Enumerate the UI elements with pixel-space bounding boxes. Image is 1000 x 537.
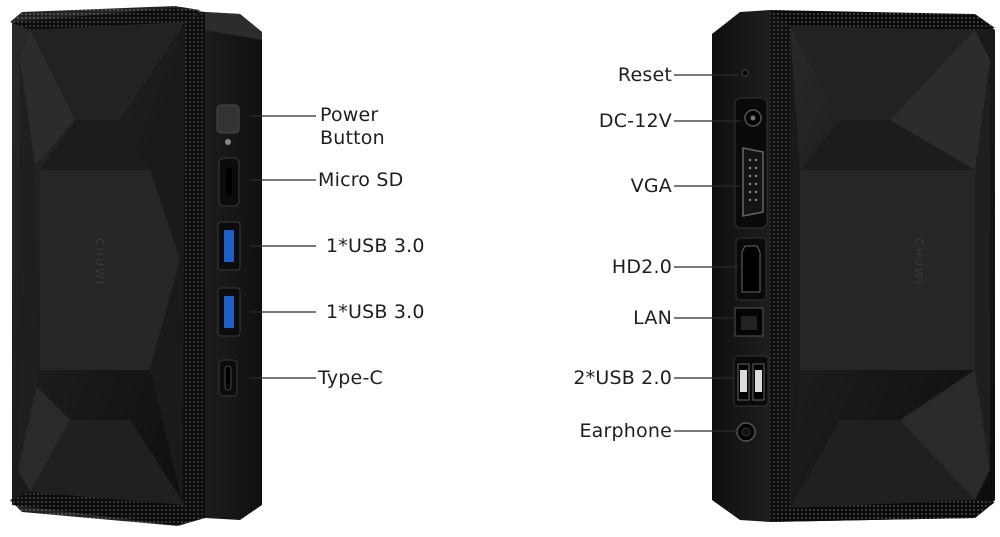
label-dc-12v: DC-12V xyxy=(598,110,672,132)
left-device-vent-bottom xyxy=(10,492,205,526)
right-device-vent-left xyxy=(770,10,790,522)
reset-pinhole-icon xyxy=(741,69,749,77)
vga-port-icon xyxy=(742,147,764,217)
right-brand-logo: CHUWI xyxy=(912,238,925,286)
left-brand-logo: CHUWI xyxy=(93,238,106,286)
right-device: CHUWI xyxy=(712,10,995,522)
hdmi-port-icon xyxy=(741,245,761,293)
power-led-icon xyxy=(225,139,231,145)
label-reset: Reset xyxy=(617,64,672,86)
label-vga: VGA xyxy=(630,175,672,197)
label-power-button-line1: Power xyxy=(320,104,379,126)
right-device-vent-bottom xyxy=(770,500,995,522)
label-power-button-line2: Button xyxy=(320,127,385,149)
label-lan: LAN xyxy=(633,307,672,329)
left-leader-lines xyxy=(250,115,316,379)
left-device-vent-top xyxy=(10,6,200,30)
label-usb2: 2*USB 2.0 xyxy=(573,367,672,389)
left-device: CHUWI xyxy=(10,6,262,526)
label-power-button: Power Button xyxy=(320,104,385,150)
right-device-vent-top xyxy=(770,10,995,30)
label-type-c: Type-C xyxy=(318,367,383,389)
label-usb3-1: 1*USB 3.0 xyxy=(326,235,425,257)
label-hd20: HD2.0 xyxy=(611,256,672,278)
label-micro-sd: Micro SD xyxy=(318,169,404,191)
label-usb3-2: 1*USB 3.0 xyxy=(326,301,425,323)
left-device-vent-right xyxy=(183,12,205,518)
right-leader-lines xyxy=(674,74,741,432)
label-earphone: Earphone xyxy=(579,420,672,442)
power-button-icon xyxy=(216,104,240,134)
